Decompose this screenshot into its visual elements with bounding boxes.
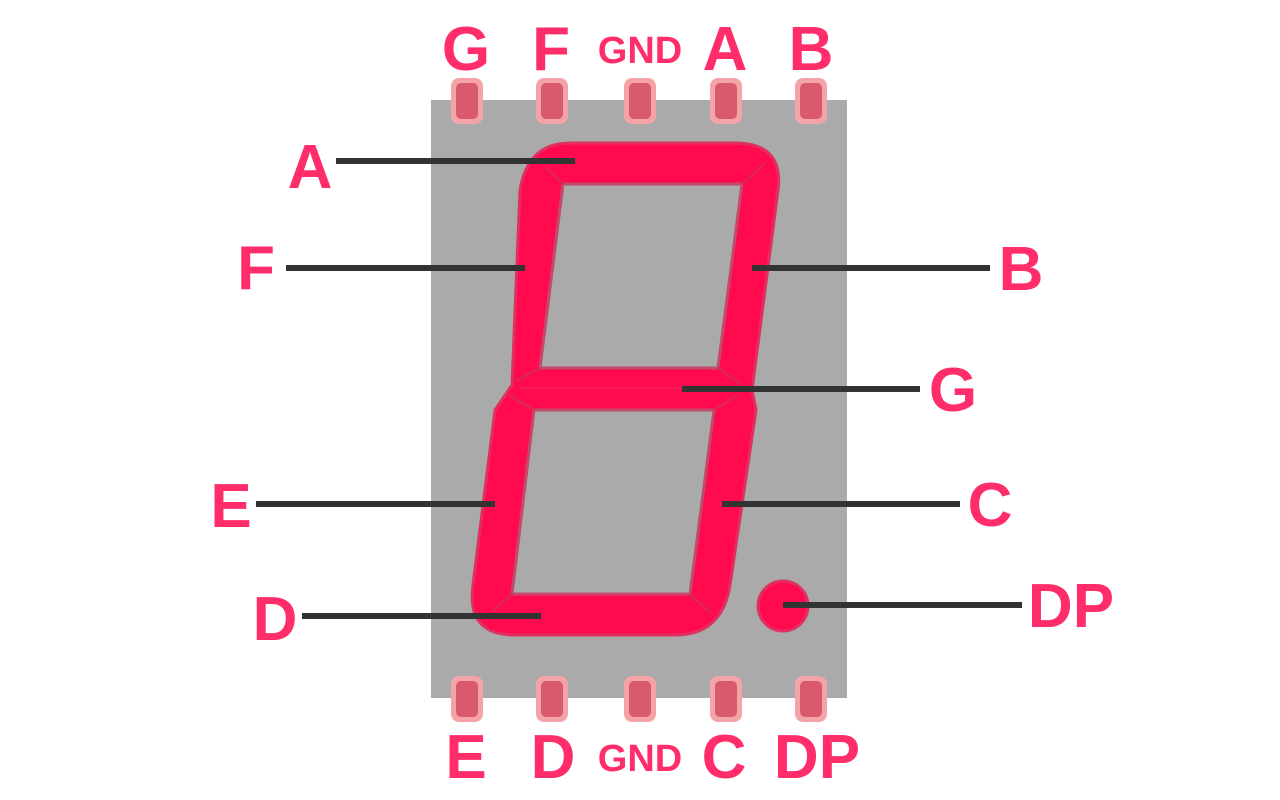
top-pin-label-4: A (703, 15, 748, 84)
mitre-line (544, 166, 564, 185)
digit-upper-hole (538, 182, 744, 370)
pin-top-f-core (541, 83, 563, 119)
pin-top-g-core (456, 83, 478, 119)
top-pin-label-1: G (442, 15, 490, 84)
top-pin-label-3: GND (598, 30, 682, 72)
segment-label-e: E (210, 472, 251, 541)
mitre-line (491, 593, 513, 613)
segment-label-a: A (288, 133, 333, 202)
pin-top-b-core (800, 83, 822, 119)
segment-label-dp: DP (1028, 572, 1114, 641)
pin-bottom-c-core (715, 681, 737, 717)
pin-bottom-d-core (541, 681, 563, 717)
mitre-line (741, 162, 766, 185)
pin-bottom-dp-core (800, 681, 822, 717)
segment-label-f: F (237, 234, 275, 303)
mitre-line (717, 367, 743, 386)
bottom-pin-label-3: GND (598, 738, 682, 780)
bottom-pins (451, 676, 827, 722)
pin-bottom-gnd-core (629, 681, 651, 717)
top-pin-label-2: F (532, 15, 570, 84)
pin-top-a-core (715, 83, 737, 119)
digit-eight (470, 141, 781, 637)
segment-label-c: C (968, 471, 1013, 540)
digit-lower-hole (510, 408, 716, 596)
segment-label-d: D (253, 585, 298, 654)
pin-top-gnd-core (629, 83, 651, 119)
bottom-pin-label-2: D (531, 723, 576, 792)
top-pin-label-5: B (789, 15, 834, 84)
mitre-line (689, 593, 713, 615)
mitre-line (508, 394, 535, 411)
segment-label-b: B (999, 235, 1044, 304)
bottom-pin-label-1: E (445, 723, 486, 792)
top-pins (451, 78, 827, 124)
bottom-pin-label-5: DP (774, 723, 860, 792)
pin-bottom-e-core (456, 681, 478, 717)
mitre-line (515, 367, 541, 382)
bottom-pin-label-4: C (702, 723, 747, 792)
segment-label-g: G (929, 356, 977, 425)
mitre-line (713, 394, 739, 411)
